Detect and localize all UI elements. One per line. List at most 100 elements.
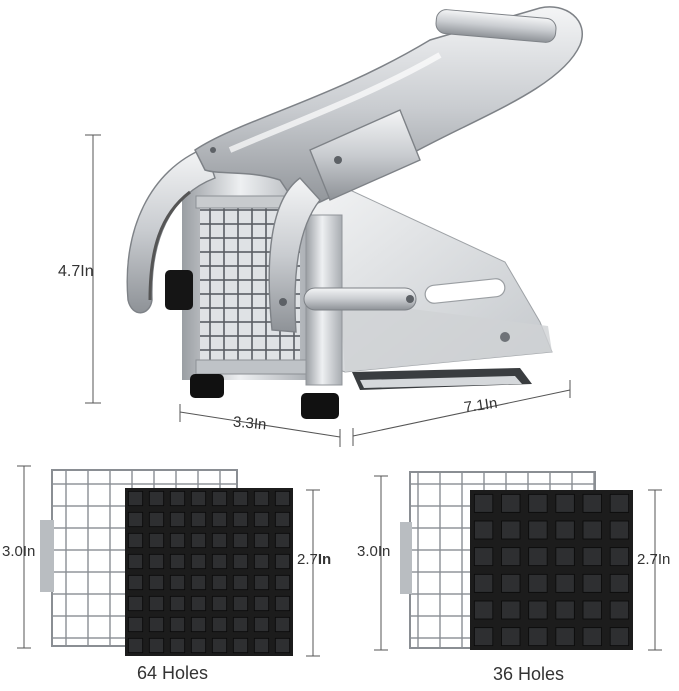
blade-cell [501,493,521,513]
blade-cell [555,520,575,540]
dimension-lines-main [85,134,571,447]
blade-cell [253,553,270,570]
length-dimension-label: 7.1In [462,394,499,417]
blade-cell [501,547,521,567]
blade-cell [211,574,228,591]
blade-cell [127,511,144,528]
blade-cell [274,637,291,654]
blade-cell [190,511,207,528]
blade-cell [190,637,207,654]
blade-cell [127,490,144,507]
blade-cell [190,553,207,570]
blade-cell [232,490,249,507]
blade-cell [148,532,165,549]
blade-cell [211,490,228,507]
blade-cell [148,511,165,528]
blade-cell [127,532,144,549]
blade-cell [169,595,186,612]
blade-36-group [400,471,633,650]
height-dimension-label: 4.7In [58,263,94,280]
blade-cell [582,600,602,620]
blade-cell [253,637,270,654]
blade-cell [555,627,575,647]
blade-cell [555,547,575,567]
blade-cell [169,553,186,570]
blade-cell [190,616,207,633]
link-bar [303,287,417,311]
blade-36-blade-height-label: 2.7In [637,551,671,568]
blade-cell [148,553,165,570]
blade-cell [253,511,270,528]
blade-cell [232,553,249,570]
dimension-lines-36 [374,475,662,651]
blade-cell [274,616,291,633]
blade-cell [169,574,186,591]
blade-cell [148,574,165,591]
foot-front-left [190,374,224,398]
blade-cell [609,627,630,647]
blade-cell [127,595,144,612]
blade-cell [211,616,228,633]
right-arm [268,177,321,333]
blade-cell [609,547,630,567]
blade-cell [555,573,575,593]
blade-cell [169,616,186,633]
blade-64-group [40,469,293,656]
blade-cell [232,574,249,591]
blade-cell [528,547,548,567]
blade-cell [582,573,602,593]
blade-cell [232,532,249,549]
blade-cell [232,595,249,612]
blade-cell [501,600,521,620]
blade-cell [528,573,548,593]
blade-cell [148,616,165,633]
blade-cell [274,511,291,528]
blade-64-frame-height-label: 3.0In [2,543,36,560]
foot-front-right [301,393,339,419]
blade-cell [528,520,548,540]
blade-cell [473,520,494,540]
dimension-lines-64 [17,465,320,657]
blade-cell [582,547,602,567]
blade-cell [169,532,186,549]
handle-grip [435,9,557,43]
blade-cell [148,595,165,612]
blade-cell [211,637,228,654]
blade-cell [609,493,630,513]
blade-cell [232,637,249,654]
blade-cell [274,490,291,507]
side-knob [165,270,193,310]
blade-cell [582,627,602,647]
blade-cell [148,490,165,507]
blade-cell [169,637,186,654]
blade-cell [528,627,548,647]
blade-cell [274,553,291,570]
blade-cell [501,627,521,647]
blade-cell [582,493,602,513]
blade-cell [274,595,291,612]
blade-cell [609,600,630,620]
blade-cell [473,600,494,620]
blade-cell [127,553,144,570]
blade-cell [232,511,249,528]
blade-cell [253,490,270,507]
blade-cell [253,595,270,612]
blade-cell [190,490,207,507]
blade-cell [211,595,228,612]
blade-cell [253,532,270,549]
blade-cell [609,520,630,540]
blade-cell [127,574,144,591]
blade-cell [253,574,270,591]
blade-cell [274,532,291,549]
blade-cell [232,616,249,633]
blade-cell [473,547,494,567]
blade-36-caption: 36 Holes [493,664,565,684]
blade-cell [127,637,144,654]
blade-cell [190,595,207,612]
blade-cell [609,573,630,593]
blade-64-caption: 64 Holes [137,663,209,683]
blade-cell [190,532,207,549]
blade-cell [211,553,228,570]
blade-cell [473,493,494,513]
